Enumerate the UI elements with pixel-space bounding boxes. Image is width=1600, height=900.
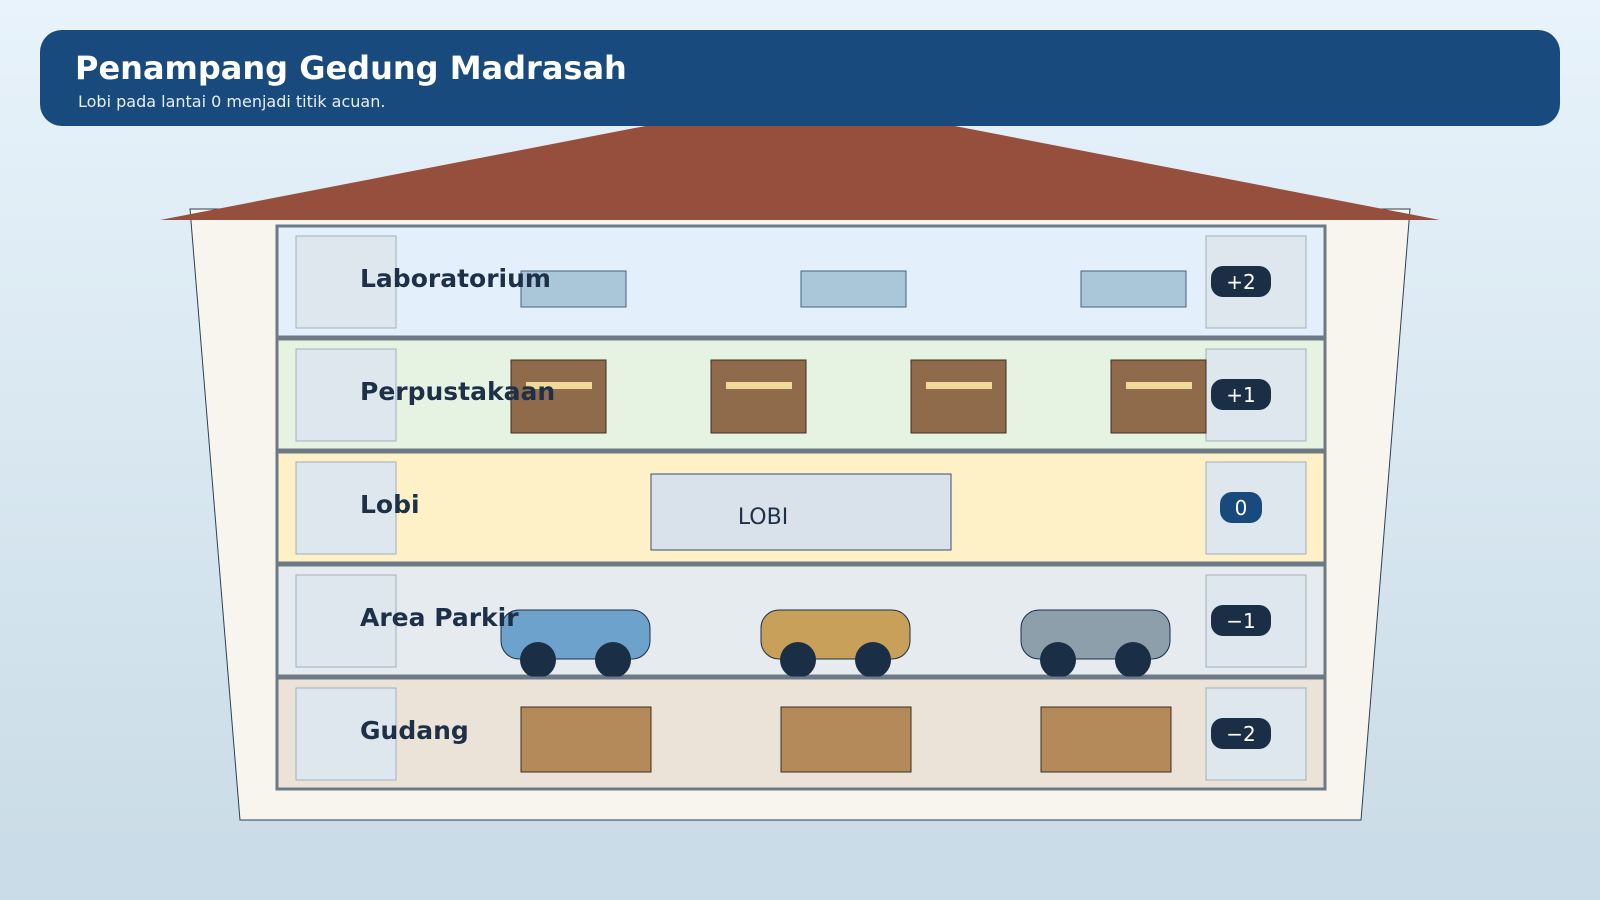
- lobby-text: LOBI: [738, 505, 788, 530]
- header-background: [40, 30, 1560, 126]
- car-wheel: [1115, 642, 1151, 678]
- bookshelf: [510, 359, 607, 434]
- floor-perpustakaan: Perpustakaan +1: [275, 337, 1327, 452]
- level-number: −2: [1226, 722, 1255, 746]
- floor-area-parkir: Area Parkir −1: [275, 563, 1327, 678]
- bookshelf: [710, 359, 807, 434]
- car-wheel: [520, 642, 556, 678]
- bookshelf-strip: [1126, 382, 1192, 389]
- page-subtitle: Lobi pada lantai 0 menjadi titik acuan.: [78, 92, 385, 111]
- floor-gudang: Gudang −2: [275, 676, 1327, 791]
- roof: [160, 96, 1440, 220]
- left-stairwell: [295, 235, 397, 329]
- bookshelf: [1110, 359, 1207, 434]
- crate: [520, 706, 652, 773]
- level-number: +2: [1226, 270, 1255, 294]
- floor-label: Lobi: [360, 490, 420, 519]
- car-wheel: [855, 642, 891, 678]
- bookshelf: [910, 359, 1007, 434]
- level-badge: [1220, 492, 1262, 523]
- level-badge: [1211, 605, 1271, 636]
- level-number: 0: [1235, 496, 1248, 520]
- crate: [780, 706, 912, 773]
- left-stairwell: [295, 461, 397, 555]
- car-wheel: [595, 642, 631, 678]
- left-stairwell: [295, 574, 397, 668]
- lobby-desk: [650, 473, 952, 551]
- floor-label: Gudang: [360, 716, 469, 745]
- floor-label: Laboratorium: [360, 264, 551, 293]
- level-badge: [1211, 266, 1271, 297]
- level-number: −1: [1226, 609, 1255, 633]
- window: [520, 270, 627, 308]
- bookshelf-strip: [526, 382, 592, 389]
- page-title: Penampang Gedung Madrasah: [75, 49, 627, 87]
- bookshelf-strip: [726, 382, 792, 389]
- header-banner: Penampang Gedung Madrasah Lobi pada lant…: [40, 30, 1560, 126]
- level-number: +1: [1226, 383, 1255, 407]
- floor-label: Perpustakaan: [360, 377, 555, 406]
- window: [800, 270, 907, 308]
- floor-label: Area Parkir: [360, 603, 519, 632]
- window: [1080, 270, 1187, 308]
- floor-laboratorium: Laboratorium +2: [275, 224, 1327, 339]
- level-badge: [1211, 718, 1271, 749]
- bookshelf-strip: [926, 382, 992, 389]
- left-stairwell: [295, 348, 397, 442]
- left-stairwell: [295, 687, 397, 781]
- car-wheel: [780, 642, 816, 678]
- floor-lobi: LOBI Lobi 0: [275, 450, 1327, 565]
- crate: [1040, 706, 1172, 773]
- level-badge: [1211, 379, 1271, 410]
- car-wheel: [1040, 642, 1076, 678]
